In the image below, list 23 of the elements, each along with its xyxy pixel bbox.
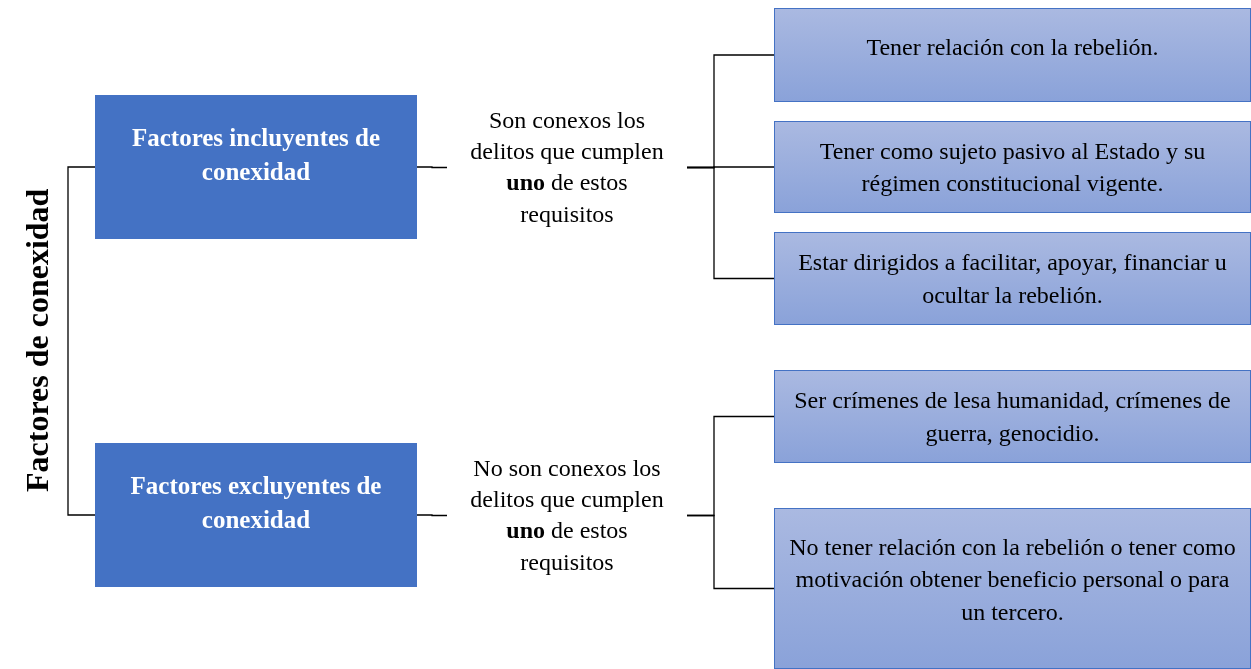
requirement-box [774,370,1251,463]
connector-line [686,166,775,280]
requirement-box [774,232,1251,325]
connector-line [67,339,96,516]
box-label: Estar dirigidos a facilitar, apoyar, financiar u ocultar la rebelión. [797,248,1228,310]
box-label: Factores excluyentes de conexidad [129,471,383,535]
requirement-box [774,121,1251,213]
requirement-box [774,8,1251,102]
category-box [95,443,417,587]
box-label: Tener relación con la rebelión. [866,33,1159,62]
box-label: Factores incluyentes de conexidad [130,123,382,187]
requirement-note: Son conexos los delitos que cumplen uno de estos requisitos [447,95,687,240]
category-box [95,95,417,239]
requirement-note: No son conexos los delitos que cumplen uno de estos requisitos [447,443,687,588]
box-label: No tener relación con la rebelión o tener como motivación obtener beneficio personal o para un tercero. [789,533,1236,627]
connector-line [416,514,448,517]
box-label: Tener como sujeto pasivo al Estado y su régimen constitucional vigente. [818,136,1207,198]
connector-line [416,166,448,169]
connector-line [67,166,96,341]
connector-line [686,514,775,590]
box-label: Ser crímenes de lesa humanidad, crímenes de guerra, genocidio. [793,386,1232,448]
side-heading: Factores de conexidad [6,150,68,530]
requirement-box [774,508,1251,669]
